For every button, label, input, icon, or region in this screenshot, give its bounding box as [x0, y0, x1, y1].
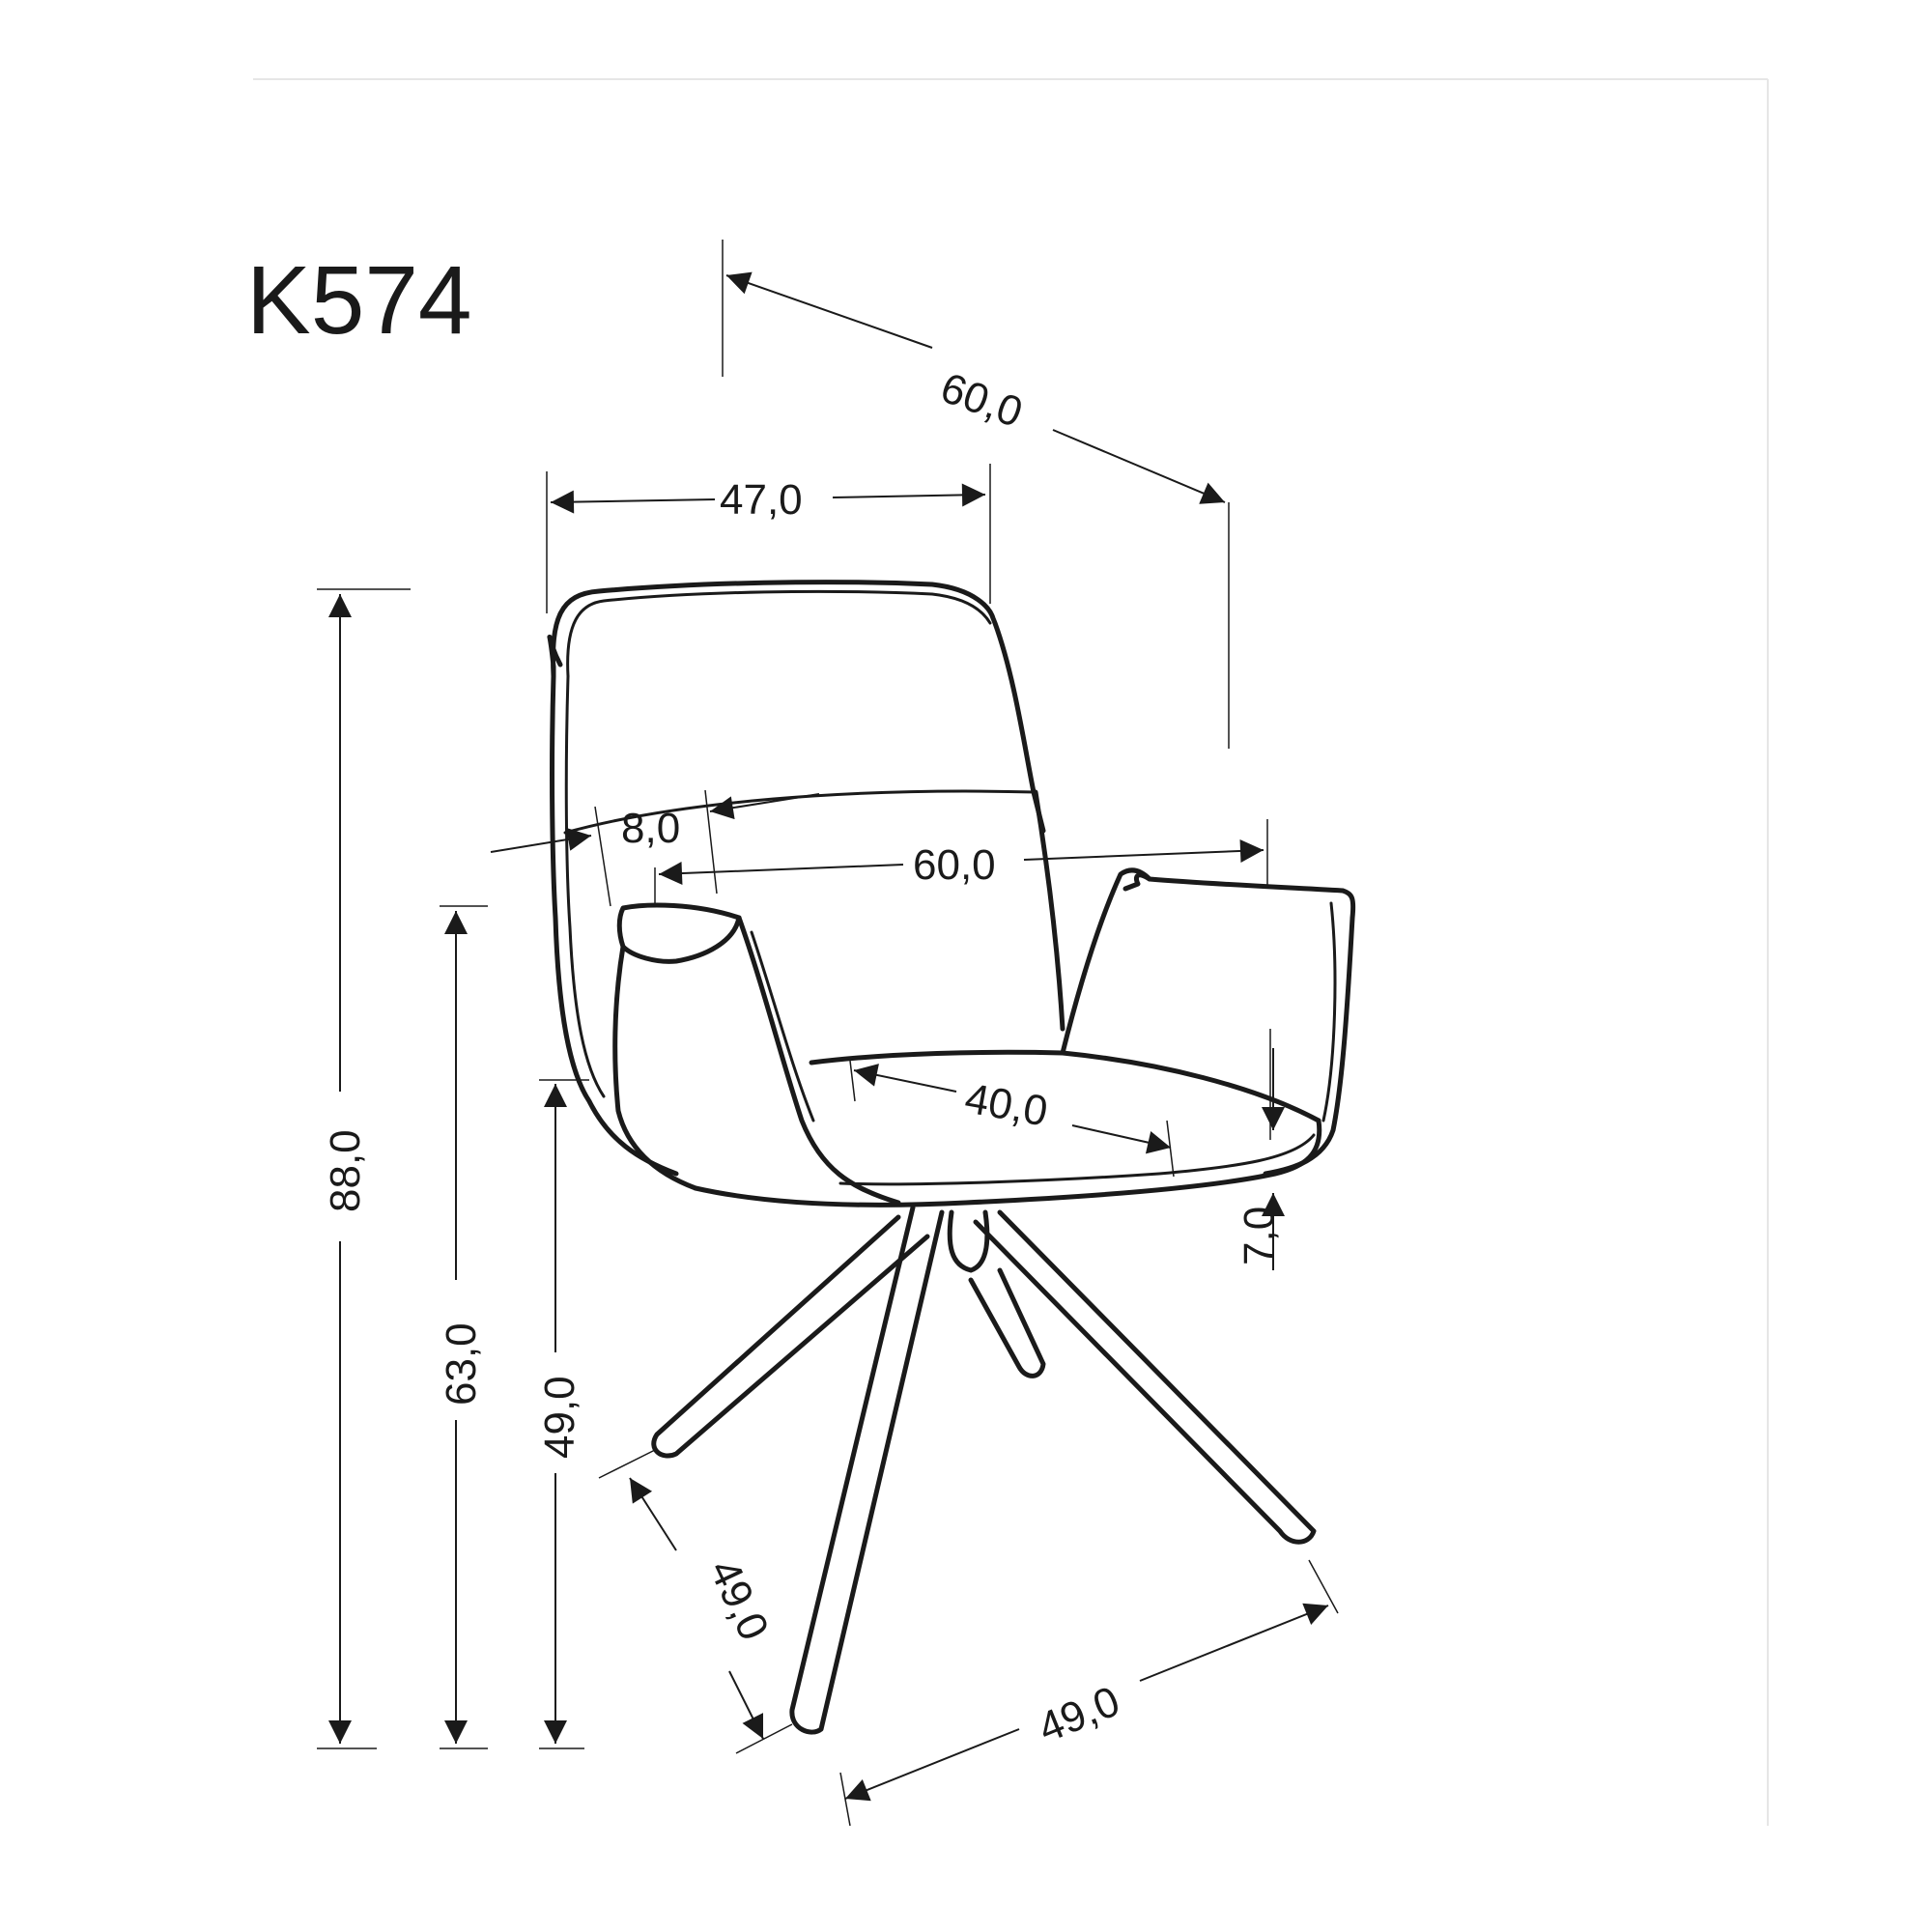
dim-base-depth: 49,0	[598, 1448, 793, 1754]
dim-armrest-width: 8,0	[490, 789, 820, 907]
dim-back-width: 47,0	[546, 464, 991, 613]
backrest-top-seam	[566, 589, 992, 678]
rear-left-leg	[651, 1214, 930, 1459]
seat-front	[693, 1118, 1322, 1208]
dim-seat-depth: 40,0	[849, 1060, 1175, 1178]
front-right-leg	[973, 1209, 1317, 1545]
seat-front-inner	[838, 1133, 1316, 1186]
dim-armrest-height: 63,0	[438, 905, 488, 1749]
left-armrest-side	[612, 944, 698, 1191]
dim-seat-thickness: 7,0	[1236, 1029, 1285, 1270]
front-left-leg	[789, 1205, 945, 1735]
dim-label-armrest-height: 63,0	[438, 1322, 485, 1406]
backrest-left-side	[550, 673, 679, 1177]
dim-label-base-width: 49,0	[1032, 1677, 1126, 1752]
dim-label-total-width: 60,0	[913, 841, 996, 889]
dim-label-total-height: 88,0	[322, 1129, 369, 1212]
dim-label-seat-height: 49,0	[536, 1376, 583, 1459]
dim-seat-height: 49,0	[536, 1079, 589, 1749]
dim-label-armrest-width: 8,0	[621, 805, 680, 852]
chair-legs	[651, 1205, 1317, 1735]
backrest	[547, 580, 1046, 834]
left-armrest-front-inner	[750, 930, 815, 1122]
backrest-panel-seam	[563, 789, 1037, 835]
dim-label-base-depth: 49,0	[700, 1552, 779, 1647]
dim-total-height: 88,0	[317, 588, 411, 1749]
backrest-right-side	[1033, 789, 1065, 1032]
right-armrest-outer	[1263, 888, 1356, 1177]
dim-label-seat-depth: 40,0	[961, 1074, 1051, 1135]
right-armrest-back	[1122, 872, 1152, 892]
dim-label-seat-thickness: 7,0	[1236, 1207, 1283, 1265]
dim-total-width: 60,0	[654, 819, 1268, 903]
chair-outline	[547, 580, 1356, 1208]
seat-top	[809, 1049, 1321, 1123]
dim-label-back-width: 47,0	[720, 476, 803, 524]
dim-base-width: 49,0	[839, 1559, 1339, 1827]
model-title: K574	[246, 246, 472, 355]
dim-label-depth-top: 60,0	[934, 364, 1028, 437]
left-armrest	[616, 902, 742, 964]
backrest-left-side-inner	[564, 674, 606, 1098]
page-frame	[253, 78, 1769, 1826]
rear-right-leg	[968, 1267, 1046, 1378]
right-armrest-inner	[1321, 901, 1337, 1122]
swivel-column	[947, 1209, 990, 1273]
right-armrest	[1060, 867, 1346, 1056]
